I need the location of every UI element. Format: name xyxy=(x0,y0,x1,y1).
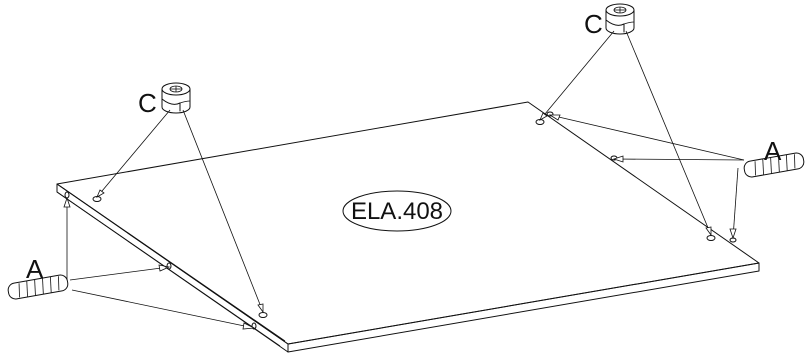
dowel-label-right: A xyxy=(764,136,782,166)
cam-fitting-left: C xyxy=(138,82,191,118)
leader-lines-cam-right xyxy=(539,30,712,237)
leader-lines-dowel-left xyxy=(56,191,281,347)
panel-code-badge: ELA.408 xyxy=(342,190,452,232)
leader-lines-cam-left xyxy=(96,109,264,314)
dowel-label-left: A xyxy=(26,254,44,284)
cam-fitting-right: C xyxy=(584,3,635,39)
dowel-right: A xyxy=(743,136,805,178)
panel-code-text: ELA.408 xyxy=(351,198,443,225)
cam-label-right: C xyxy=(584,9,603,39)
panel-board xyxy=(56,101,760,353)
dowel-left: A xyxy=(7,254,69,300)
leader-lines-dowel-right xyxy=(548,114,745,240)
cam-label-left: C xyxy=(138,88,157,118)
